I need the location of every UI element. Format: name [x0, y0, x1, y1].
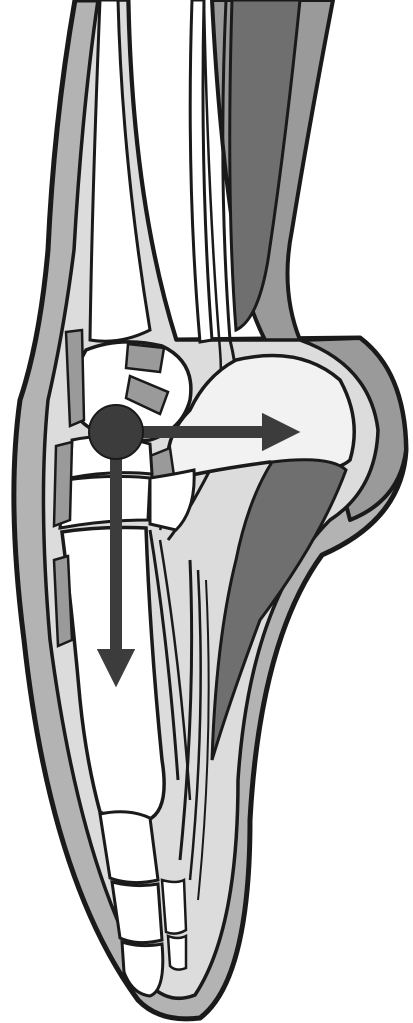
cuneiform-bone [60, 476, 150, 528]
ligament-side [54, 442, 72, 526]
ligament-front [66, 330, 84, 426]
pivot-point-icon [89, 405, 143, 459]
phalanx-proximal [100, 812, 158, 883]
ligament-metatarsal [54, 556, 72, 646]
phalanx-middle [112, 882, 162, 943]
ligament-top [126, 344, 164, 372]
